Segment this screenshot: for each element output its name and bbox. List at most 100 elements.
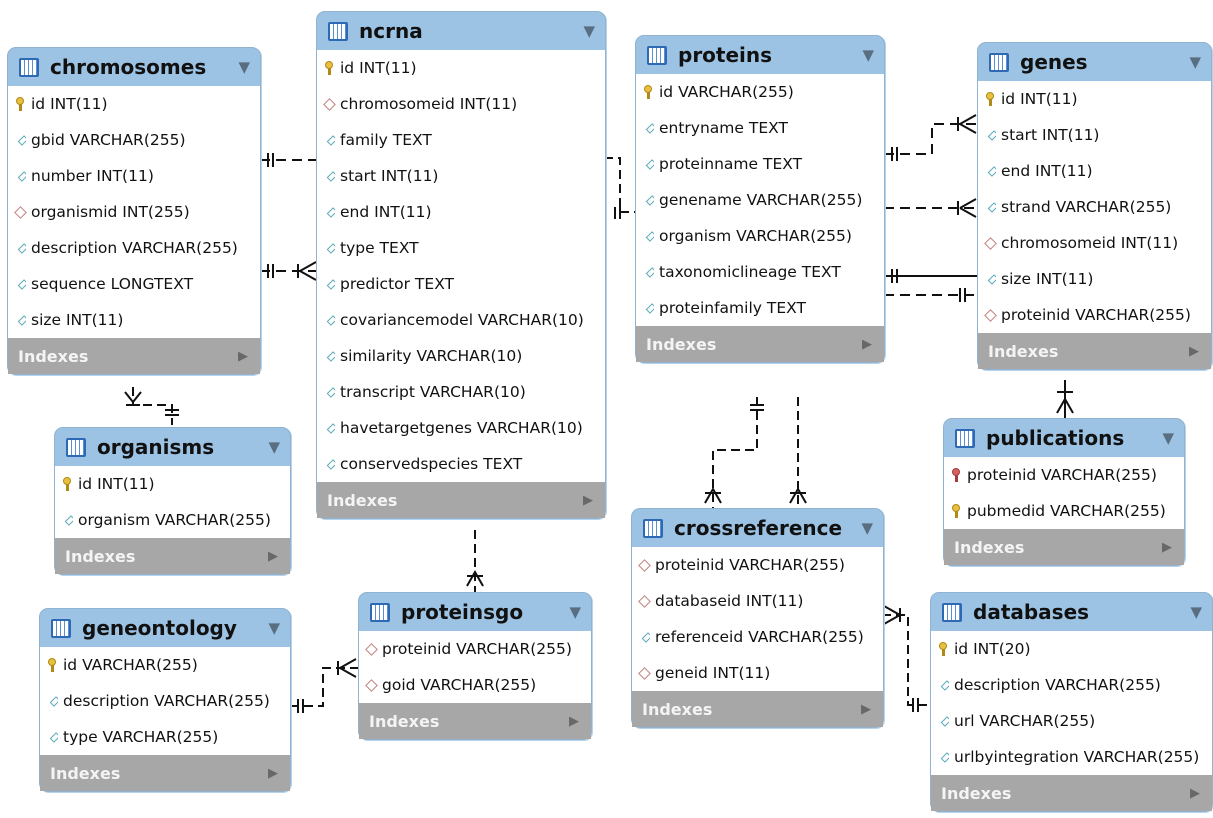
column-row[interactable]: goid VARCHAR(255) — [359, 667, 591, 703]
column-row[interactable]: conservedspecies TEXT — [317, 446, 605, 482]
table-publications[interactable]: publications ▼ proteinid VARCHAR(255)pub… — [943, 418, 1185, 566]
table-header[interactable]: chromosomes ▼ — [8, 48, 260, 86]
column-row[interactable]: proteinid VARCHAR(255) — [359, 631, 591, 667]
table-header[interactable]: proteins ▼ — [636, 36, 884, 74]
column-row[interactable]: id VARCHAR(255) — [636, 74, 884, 110]
expand-arrow-icon[interactable]: ▶ — [1189, 343, 1199, 359]
chevron-down-icon[interactable]: ▼ — [268, 438, 280, 456]
expand-arrow-icon[interactable]: ▶ — [862, 336, 872, 352]
column-row[interactable]: proteinname TEXT — [636, 146, 884, 182]
column-row[interactable]: description VARCHAR(255) — [8, 230, 260, 266]
column-row[interactable]: pubmedid VARCHAR(255) — [944, 493, 1184, 529]
expand-arrow-icon[interactable]: ▶ — [569, 713, 579, 729]
column-row[interactable]: end INT(11) — [317, 194, 605, 230]
column-row[interactable]: organism VARCHAR(255) — [636, 218, 884, 254]
expand-arrow-icon[interactable]: ▶ — [583, 492, 593, 508]
column-row[interactable]: proteinid VARCHAR(255) — [632, 547, 883, 583]
column-row[interactable]: entryname TEXT — [636, 110, 884, 146]
column-row[interactable]: proteinid VARCHAR(255) — [978, 297, 1211, 333]
table-proteinsgo[interactable]: proteinsgo ▼ proteinid VARCHAR(255)goid … — [358, 592, 592, 740]
table-crossreference[interactable]: crossreference ▼ proteinid VARCHAR(255)d… — [631, 508, 884, 728]
table-chromosomes[interactable]: chromosomes ▼ id INT(11)gbid VARCHAR(255… — [7, 47, 261, 375]
table-header[interactable]: crossreference ▼ — [632, 509, 883, 547]
chevron-down-icon[interactable]: ▼ — [1190, 603, 1202, 621]
indexes-section[interactable]: Indexes ▶ — [978, 333, 1211, 369]
expand-arrow-icon[interactable]: ▶ — [861, 701, 871, 717]
column-row[interactable]: url VARCHAR(255) — [931, 703, 1212, 739]
column-row[interactable]: taxonomiclineage TEXT — [636, 254, 884, 290]
expand-arrow-icon[interactable]: ▶ — [1190, 785, 1200, 801]
column-row[interactable]: start INT(11) — [317, 158, 605, 194]
expand-arrow-icon[interactable]: ▶ — [268, 548, 278, 564]
indexes-section[interactable]: Indexes ▶ — [359, 703, 591, 739]
table-header[interactable]: proteinsgo ▼ — [359, 593, 591, 631]
chevron-down-icon[interactable]: ▼ — [268, 619, 280, 637]
table-header[interactable]: ncrna ▼ — [317, 12, 605, 50]
chevron-down-icon[interactable]: ▼ — [1162, 429, 1174, 447]
indexes-section[interactable]: Indexes ▶ — [8, 338, 260, 374]
expand-arrow-icon[interactable]: ▶ — [1162, 539, 1172, 555]
column-row[interactable]: id INT(11) — [55, 466, 290, 502]
column-row[interactable]: proteinfamily TEXT — [636, 290, 884, 326]
column-row[interactable]: description VARCHAR(255) — [40, 683, 290, 719]
table-proteins[interactable]: proteins ▼ id VARCHAR(255)entryname TEXT… — [635, 35, 885, 363]
column-row[interactable]: id INT(11) — [317, 50, 605, 86]
table-organisms[interactable]: organisms ▼ id INT(11)organism VARCHAR(2… — [54, 427, 291, 575]
column-row[interactable]: id INT(11) — [978, 81, 1211, 117]
column-row[interactable]: strand VARCHAR(255) — [978, 189, 1211, 225]
column-row[interactable]: sequence LONGTEXT — [8, 266, 260, 302]
column-row[interactable]: start INT(11) — [978, 117, 1211, 153]
table-header[interactable]: organisms ▼ — [55, 428, 290, 466]
column-row[interactable]: proteinid VARCHAR(255) — [944, 457, 1184, 493]
table-ncrna[interactable]: ncrna ▼ id INT(11)chromosomeid INT(11)fa… — [316, 11, 606, 519]
column-row[interactable]: type TEXT — [317, 230, 605, 266]
column-row[interactable]: gbid VARCHAR(255) — [8, 122, 260, 158]
chevron-down-icon[interactable]: ▼ — [569, 603, 581, 621]
column-row[interactable]: id VARCHAR(255) — [40, 647, 290, 683]
column-row[interactable]: databaseid INT(11) — [632, 583, 883, 619]
column-row[interactable]: family TEXT — [317, 122, 605, 158]
column-row[interactable]: havetargetgenes VARCHAR(10) — [317, 410, 605, 446]
column-row[interactable]: size INT(11) — [978, 261, 1211, 297]
chevron-down-icon[interactable]: ▼ — [862, 46, 874, 64]
column-row[interactable]: description VARCHAR(255) — [931, 667, 1212, 703]
chevron-down-icon[interactable]: ▼ — [861, 519, 873, 537]
indexes-section[interactable]: Indexes ▶ — [317, 482, 605, 518]
expand-arrow-icon[interactable]: ▶ — [238, 348, 248, 364]
table-header[interactable]: databases ▼ — [931, 593, 1212, 631]
table-header[interactable]: geneontology ▼ — [40, 609, 290, 647]
column-row[interactable]: end INT(11) — [978, 153, 1211, 189]
column-row[interactable]: size INT(11) — [8, 302, 260, 338]
chevron-down-icon[interactable]: ▼ — [583, 22, 595, 40]
column-row[interactable]: chromosomeid INT(11) — [317, 86, 605, 122]
indexes-section[interactable]: Indexes ▶ — [632, 691, 883, 727]
indexes-section[interactable]: Indexes ▶ — [931, 775, 1212, 811]
chevron-down-icon[interactable]: ▼ — [238, 58, 250, 76]
column-row[interactable]: id INT(20) — [931, 631, 1212, 667]
table-geneontology[interactable]: geneontology ▼ id VARCHAR(255)descriptio… — [39, 608, 291, 792]
column-row[interactable]: chromosomeid INT(11) — [978, 225, 1211, 261]
column-row[interactable]: geneid INT(11) — [632, 655, 883, 691]
expand-arrow-icon[interactable]: ▶ — [268, 765, 278, 781]
column-row[interactable]: organismid INT(255) — [8, 194, 260, 230]
indexes-section[interactable]: Indexes ▶ — [944, 529, 1184, 565]
column-row[interactable]: covariancemodel VARCHAR(10) — [317, 302, 605, 338]
column-row[interactable]: id INT(11) — [8, 86, 260, 122]
column-row[interactable]: predictor TEXT — [317, 266, 605, 302]
column-row[interactable]: type VARCHAR(255) — [40, 719, 290, 755]
indexes-section[interactable]: Indexes ▶ — [40, 755, 290, 791]
indexes-section[interactable]: Indexes ▶ — [636, 326, 884, 362]
table-header[interactable]: publications ▼ — [944, 419, 1184, 457]
column-row[interactable]: organism VARCHAR(255) — [55, 502, 290, 538]
column-row[interactable]: number INT(11) — [8, 158, 260, 194]
indexes-section[interactable]: Indexes ▶ — [55, 538, 290, 574]
column-row[interactable]: similarity VARCHAR(10) — [317, 338, 605, 374]
table-genes[interactable]: genes ▼ id INT(11)start INT(11)end INT(1… — [977, 42, 1212, 370]
table-databases[interactable]: databases ▼ id INT(20)description VARCHA… — [930, 592, 1213, 812]
chevron-down-icon[interactable]: ▼ — [1189, 53, 1201, 71]
column-row[interactable]: urlbyintegration VARCHAR(255) — [931, 739, 1212, 775]
column-row[interactable]: transcript VARCHAR(10) — [317, 374, 605, 410]
column-row[interactable]: genename VARCHAR(255) — [636, 182, 884, 218]
table-header[interactable]: genes ▼ — [978, 43, 1211, 81]
column-row[interactable]: referenceid VARCHAR(255) — [632, 619, 883, 655]
